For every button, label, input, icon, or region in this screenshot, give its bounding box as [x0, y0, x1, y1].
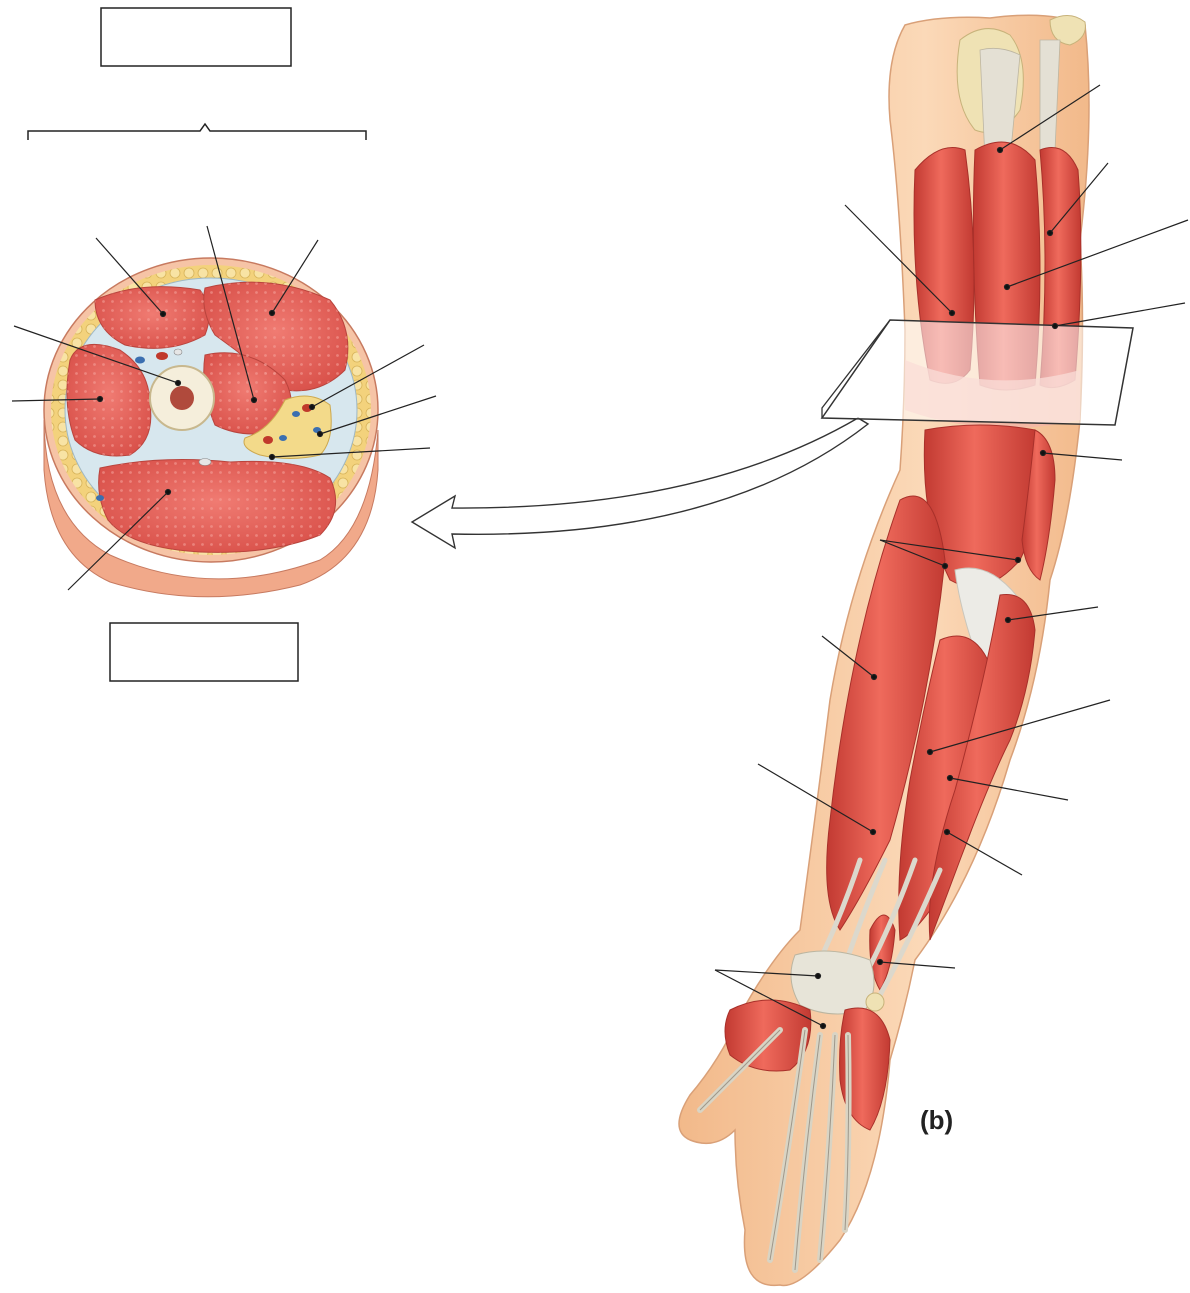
hollow-curved-arrow-icon	[412, 418, 868, 548]
cs-bone-marrow	[170, 386, 194, 410]
bottom-label-box[interactable]	[110, 623, 298, 681]
arm-illustration	[679, 15, 1188, 1285]
section-plane	[822, 320, 1133, 425]
forearm-cross-section	[12, 226, 436, 597]
panel-label: (b)	[920, 1105, 953, 1136]
pisiform-bone	[866, 993, 884, 1011]
top-label-box[interactable]	[101, 8, 291, 66]
group-bracket	[28, 124, 366, 140]
wrist-retinaculum	[791, 951, 874, 1014]
